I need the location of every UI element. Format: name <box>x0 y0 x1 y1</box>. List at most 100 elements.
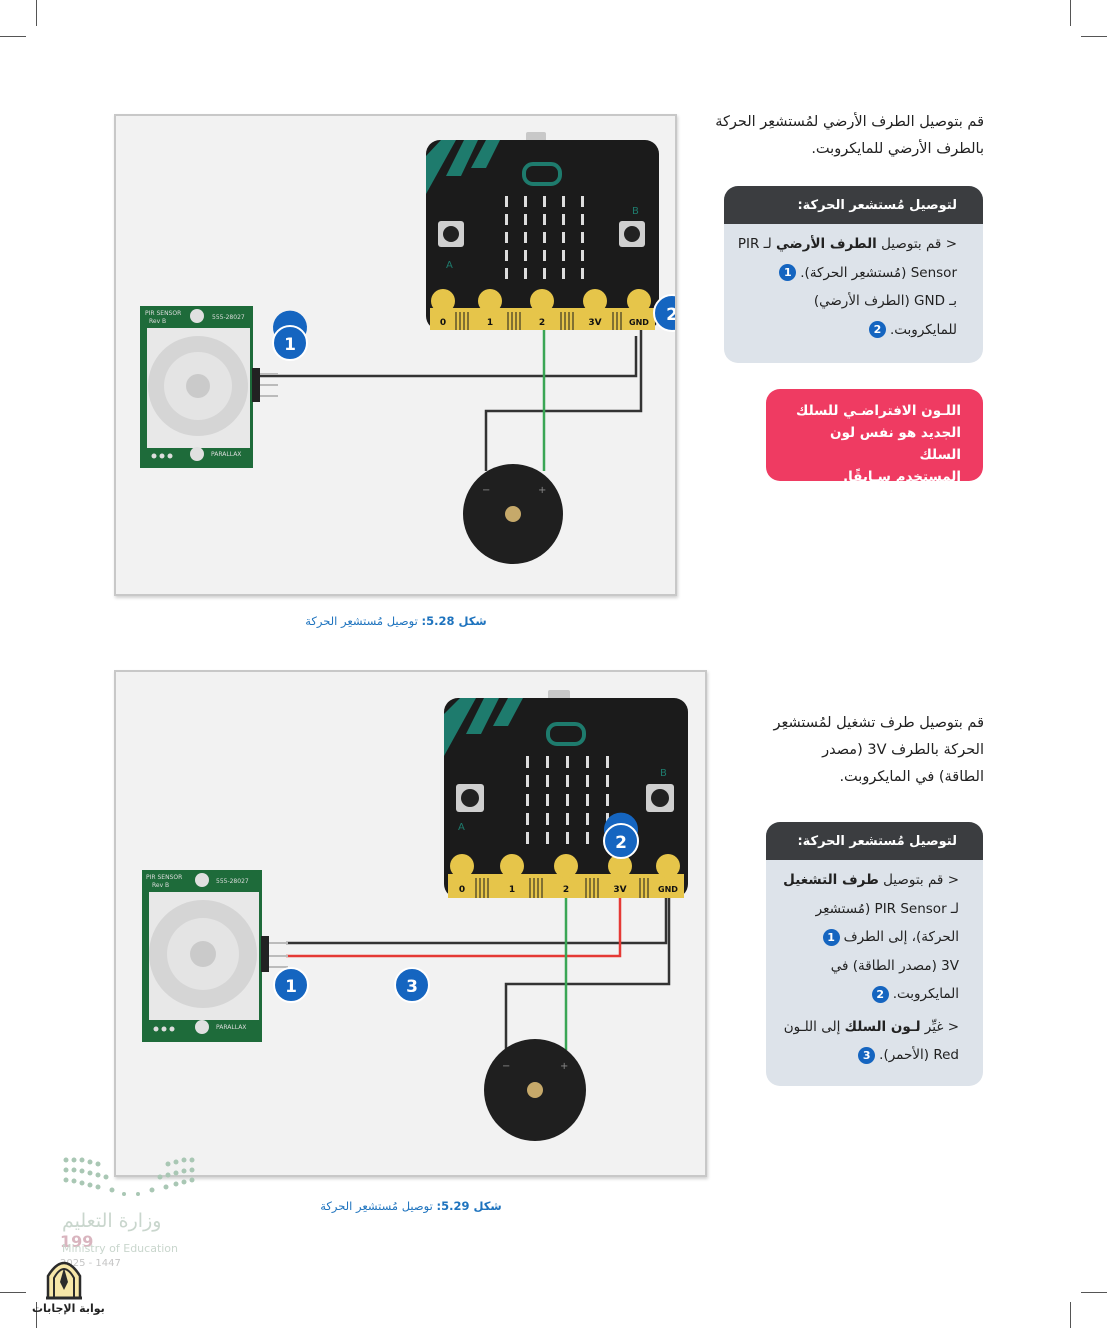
marker-badge: 3 <box>858 1046 876 1064</box>
button-a-label: A <box>446 260 453 271</box>
connector-teeth <box>455 312 622 330</box>
buzzer: − + <box>484 1039 586 1141</box>
crop-mark <box>36 0 37 26</box>
mount-hole <box>195 1020 209 1034</box>
marker-2-label: 2 <box>666 305 675 325</box>
sensor-dot <box>167 453 173 459</box>
led-matrix <box>505 196 584 279</box>
ministry-name-ar: وزارة التعليم <box>62 1210 162 1232</box>
crop-mark <box>1081 1292 1107 1293</box>
caption-number: شكل 5.29: <box>436 1199 502 1213</box>
sensor-dome-center <box>186 374 210 398</box>
step-line: المايكروبت.2 <box>780 980 959 1009</box>
steps-box-body: < قم بتوصيل الطرف الأرضي لـ PIR Sensor (… <box>724 224 983 354</box>
button-b: B <box>619 206 645 247</box>
buzzer-ground-wire <box>484 326 643 471</box>
intro-line: قم بتوصيل الطرف الأرضي لمُستشعِر الحركة <box>715 114 984 130</box>
intro-line: قم بتوصيل طرف تشغيل لمُستشعِر <box>773 715 984 731</box>
step-line: لـ PIR Sensor (مُستشعِر <box>780 895 959 924</box>
button-b-label: B <box>632 206 639 217</box>
usb-port <box>548 690 570 700</box>
step-text-bold: طرف التشغيل <box>783 872 879 888</box>
sensor-part: 555-28027 <box>216 878 249 885</box>
pin-label: 3V <box>588 318 601 328</box>
marker-badge: 2 <box>869 321 886 338</box>
step-text: قم بتوصيل <box>878 872 944 888</box>
step-text: للمايكروبت. <box>890 321 957 338</box>
mount-hole <box>195 873 209 887</box>
bullet: < <box>947 872 959 888</box>
ministry-name-en: Ministry of Education <box>62 1242 179 1255</box>
sensor-rev: Rev B <box>149 318 166 325</box>
step-text: لـ PIR <box>737 236 776 252</box>
step-text: الحركة)، إلى الطرف <box>843 929 959 945</box>
step-text: المايكروبت. <box>892 986 959 1002</box>
step-text: 3V (مصدر الطاقة) في <box>830 957 959 974</box>
section1-steps-box: لتوصيل مُستشعر الحركة: < قم بتوصيل الطرف… <box>724 186 983 363</box>
button-b-label: B <box>660 768 667 779</box>
steps-box-title: لتوصيل مُستشعر الحركة: <box>724 186 983 224</box>
marker-badge: 1 <box>822 928 840 946</box>
buzzer-center <box>505 506 521 522</box>
board-accent <box>446 140 478 176</box>
intro-line: الحركة بالطرف 3V (مصدر <box>822 742 984 758</box>
pin-label: 2 <box>539 318 545 328</box>
pir-sensor: PIR SENSOR Rev B 555-28027 PARALLAX <box>140 306 278 468</box>
buzzer-ground-wire <box>504 872 671 1050</box>
section2-steps-box: لتوصيل مُستشعر الحركة: < قم بتوصيل طرف ا… <box>766 822 983 1086</box>
step-text: إلى اللـون <box>783 1018 845 1035</box>
note-line: الجديد هو نفس لون السلك <box>830 425 961 463</box>
edge-connector <box>430 308 655 330</box>
pir-sensor: PIR SENSOR Rev B 555-28027 PARALLAX <box>142 870 288 1042</box>
buzzer-plus: + <box>560 1061 568 1072</box>
step-line: الحركة)، إلى الطرف1 <box>780 923 959 952</box>
pin-label: 1 <box>487 318 493 328</box>
step-text: لـ PIR Sensor (مُستشعِر <box>815 900 959 917</box>
board-accent <box>493 698 523 726</box>
section1-intro: قم بتوصيل الطرف الأرضي لمُستشعِر الحركة … <box>700 109 984 163</box>
pin-3v <box>583 289 607 313</box>
sensor-dot <box>153 1026 159 1032</box>
marker-2: 2 <box>603 812 639 859</box>
caption-text: توصيل مُستشعِر الحركة <box>305 614 422 628</box>
mount-hole <box>190 309 204 323</box>
usb-port <box>526 132 546 142</box>
note-line: المستخدم سـابقًا. <box>842 469 961 485</box>
step-text: بـ GND (الطرف الأرضي) <box>813 293 957 309</box>
pin-1 <box>478 289 502 313</box>
step-line: < غيِّر لـون السلك إلى اللـون <box>780 1013 959 1042</box>
step-text: Red (الأحمر). <box>879 1047 959 1063</box>
marker-1-label: 1 <box>285 977 297 997</box>
microbit-board: A B 0 1 2 3V G <box>444 690 688 898</box>
bullet: < <box>947 1018 959 1035</box>
mount-hole <box>190 447 204 461</box>
logo-touch <box>546 722 586 746</box>
marker-3-label: 3 <box>406 977 418 997</box>
step-text: غيِّر <box>920 1018 944 1035</box>
sensor-dot <box>169 1026 175 1032</box>
pin-label: GND <box>658 885 678 894</box>
sensor-brand: PARALLAX <box>211 451 241 458</box>
caption-text: توصيل مُستشعِر الحركة <box>320 1199 437 1213</box>
sensor-rev: Rev B <box>152 882 169 889</box>
edition-year: 2025 - 1447 <box>60 1258 121 1269</box>
marker-1-label: 1 <box>284 335 296 355</box>
sensor-header <box>252 368 260 402</box>
sensor-part: 555-28027 <box>212 314 245 321</box>
board-body <box>426 140 659 330</box>
step-text-bold: لـون السلك <box>844 1018 921 1035</box>
pin-gnd <box>656 854 680 878</box>
step-text-bold: الطرف الأرضي <box>776 236 877 252</box>
marker-2: 2 <box>653 294 675 332</box>
button-a: A <box>438 221 464 271</box>
sensor-title: PIR SENSOR <box>146 874 182 881</box>
figure-5-29: A B 0 1 2 3V G <box>114 670 707 1177</box>
pin-label: GND <box>629 318 649 327</box>
sensor-dot <box>151 453 157 459</box>
marker-badge: 2 <box>871 985 889 1003</box>
step-line: بـ GND (الطرف الأرضي) <box>738 287 957 316</box>
marker-3: 3 <box>394 967 430 1003</box>
step-line: للمايكروبت.2 <box>738 316 957 345</box>
step-text: قم بتوصيل <box>876 236 942 252</box>
crop-mark <box>1070 0 1071 26</box>
